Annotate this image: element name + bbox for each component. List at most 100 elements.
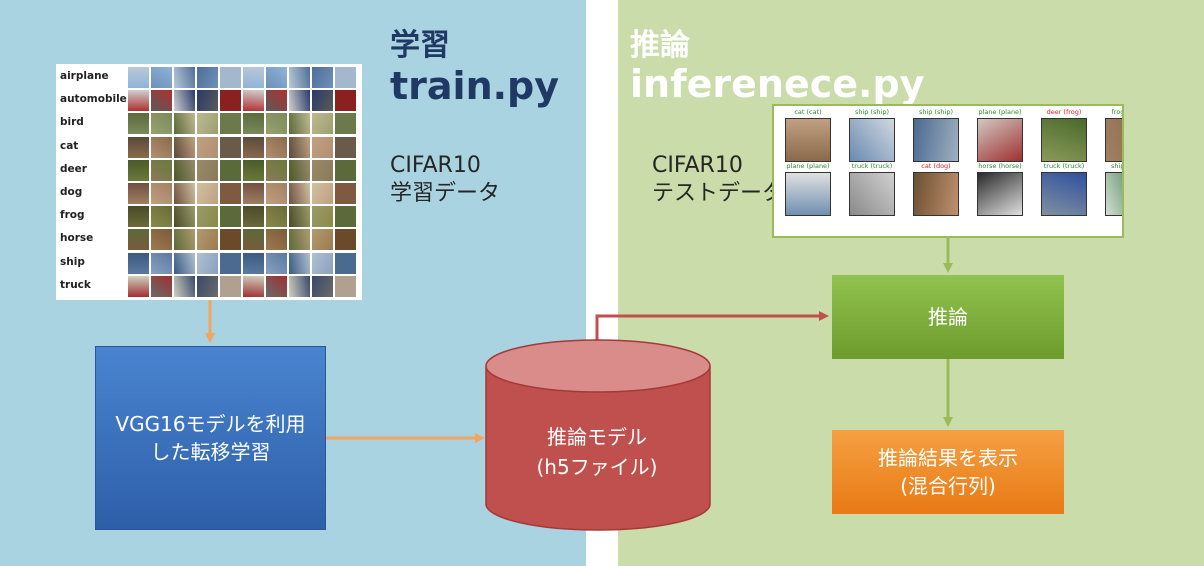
test-image — [785, 118, 831, 162]
thumbnail-image — [174, 90, 195, 112]
show-result-box: 推論結果を表示 (混合行列) — [832, 430, 1064, 514]
test-data-caption: CIFAR10 テストデータ — [652, 152, 784, 208]
training-script-name: train.py — [390, 64, 560, 108]
test-image-cell: frog (frog) — [1097, 108, 1122, 162]
class-thumbnails — [128, 159, 356, 181]
prediction-label: truck (truck) — [851, 162, 893, 170]
test-image — [977, 172, 1023, 216]
thumbnail-image — [128, 90, 149, 112]
thumbnail-image — [197, 136, 218, 158]
test-image-cell: ship (ship) — [1097, 162, 1124, 216]
thumbnail-image — [243, 252, 264, 274]
thumbnail-image — [243, 206, 264, 228]
test-image-cell: truck (truck) — [1033, 162, 1095, 216]
thumbnail-image — [335, 159, 356, 181]
thumbnail-image — [128, 183, 149, 204]
class-label: automobile — [60, 93, 127, 106]
test-image-cell: plane (plane) — [969, 108, 1031, 162]
thumbnail-image — [243, 90, 264, 112]
prediction-label: horse (horse) — [978, 162, 1022, 170]
test-image — [1041, 118, 1087, 162]
thumbnail-image — [266, 206, 287, 228]
thumbnail-image — [289, 229, 310, 251]
prediction-label: ship (ship) — [1110, 162, 1124, 170]
thumbnail-image — [266, 113, 287, 135]
class-label: bird — [60, 116, 84, 129]
thumbnail-image — [243, 113, 264, 135]
thumbnail-image — [174, 67, 195, 88]
thumbnail-image — [266, 136, 287, 158]
class-thumbnails — [128, 252, 356, 274]
thumbnail-image — [174, 252, 195, 274]
class-row-truck: truck — [56, 275, 362, 298]
thumbnail-image — [312, 206, 333, 228]
thumbnail-image — [220, 159, 241, 181]
prediction-label: ship (ship) — [918, 108, 953, 116]
thumbnail-image — [197, 183, 218, 204]
thumbnail-image — [335, 275, 356, 297]
training-data-caption: CIFAR10 学習データ — [390, 152, 500, 208]
vgg-box-line1: VGG16モデルを利用 — [115, 412, 306, 436]
thumbnail-image — [243, 229, 264, 251]
class-label: frog — [60, 209, 85, 222]
thumbnail-image — [243, 159, 264, 181]
thumbnail-image — [289, 113, 310, 135]
class-thumbnails — [128, 90, 356, 112]
prediction-label: plane (plane) — [978, 108, 1022, 116]
thumbnail-image — [128, 159, 149, 181]
thumbnail-image — [289, 90, 310, 112]
thumbnail-image — [312, 113, 333, 135]
model-label-line1: 推論モデル — [547, 425, 647, 449]
thumbnail-image — [266, 90, 287, 112]
class-thumbnails — [128, 275, 356, 297]
class-label: ship — [60, 255, 85, 268]
test-image-cell: plane (plane) — [777, 162, 839, 216]
thumbnail-image — [312, 275, 333, 297]
thumbnail-image — [151, 159, 172, 181]
thumbnail-image — [197, 113, 218, 135]
result-box-line1: 推論結果を表示 — [878, 446, 1018, 470]
class-label: truck — [60, 278, 91, 291]
class-thumbnails — [128, 183, 356, 204]
test-image — [1105, 118, 1122, 162]
thumbnail-image — [335, 183, 356, 204]
inference-script-name: inferenece.py — [630, 62, 925, 106]
prediction-label: cat (dog) — [921, 162, 951, 170]
thumbnail-image — [174, 113, 195, 135]
thumbnail-image — [243, 67, 264, 88]
class-thumbnails — [128, 206, 356, 228]
thumbnail-image — [128, 136, 149, 158]
thumbnail-image — [266, 183, 287, 204]
thumbnail-image — [312, 159, 333, 181]
class-label: horse — [60, 232, 94, 245]
vgg-box-line2: した転移学習 — [150, 440, 271, 464]
thumbnail-image — [128, 229, 149, 251]
thumbnail-image — [174, 275, 195, 297]
class-label: airplane — [60, 70, 109, 82]
arrow-model-to-inference — [595, 311, 829, 340]
test-image-cell: cat (dog) — [905, 162, 967, 216]
thumbnail-image — [128, 252, 149, 274]
thumbnail-image — [174, 136, 195, 158]
thumbnail-image — [197, 90, 218, 112]
thumbnail-image — [151, 67, 172, 88]
test-image-cell: ship (ship) — [905, 108, 967, 162]
training-caption-line2: 学習データ — [390, 181, 501, 206]
inference-box-label: 推論 — [928, 305, 968, 329]
thumbnail-image — [289, 275, 310, 297]
thumbnail-image — [151, 113, 172, 135]
class-row-frog: frog — [56, 205, 362, 228]
thumbnail-image — [197, 67, 218, 88]
thumbnail-image — [151, 90, 172, 112]
thumbnail-image — [220, 67, 241, 88]
thumbnail-image — [335, 113, 356, 135]
test-image-cell: ship (ship) — [841, 108, 903, 162]
inference-model-cylinder — [485, 339, 711, 531]
thumbnail-image — [335, 136, 356, 158]
prediction-label: cat (cat) — [794, 108, 822, 116]
thumbnail-image — [174, 229, 195, 251]
thumbnail-image — [335, 206, 356, 228]
thumbnail-image — [335, 90, 356, 112]
class-label: deer — [60, 162, 87, 175]
